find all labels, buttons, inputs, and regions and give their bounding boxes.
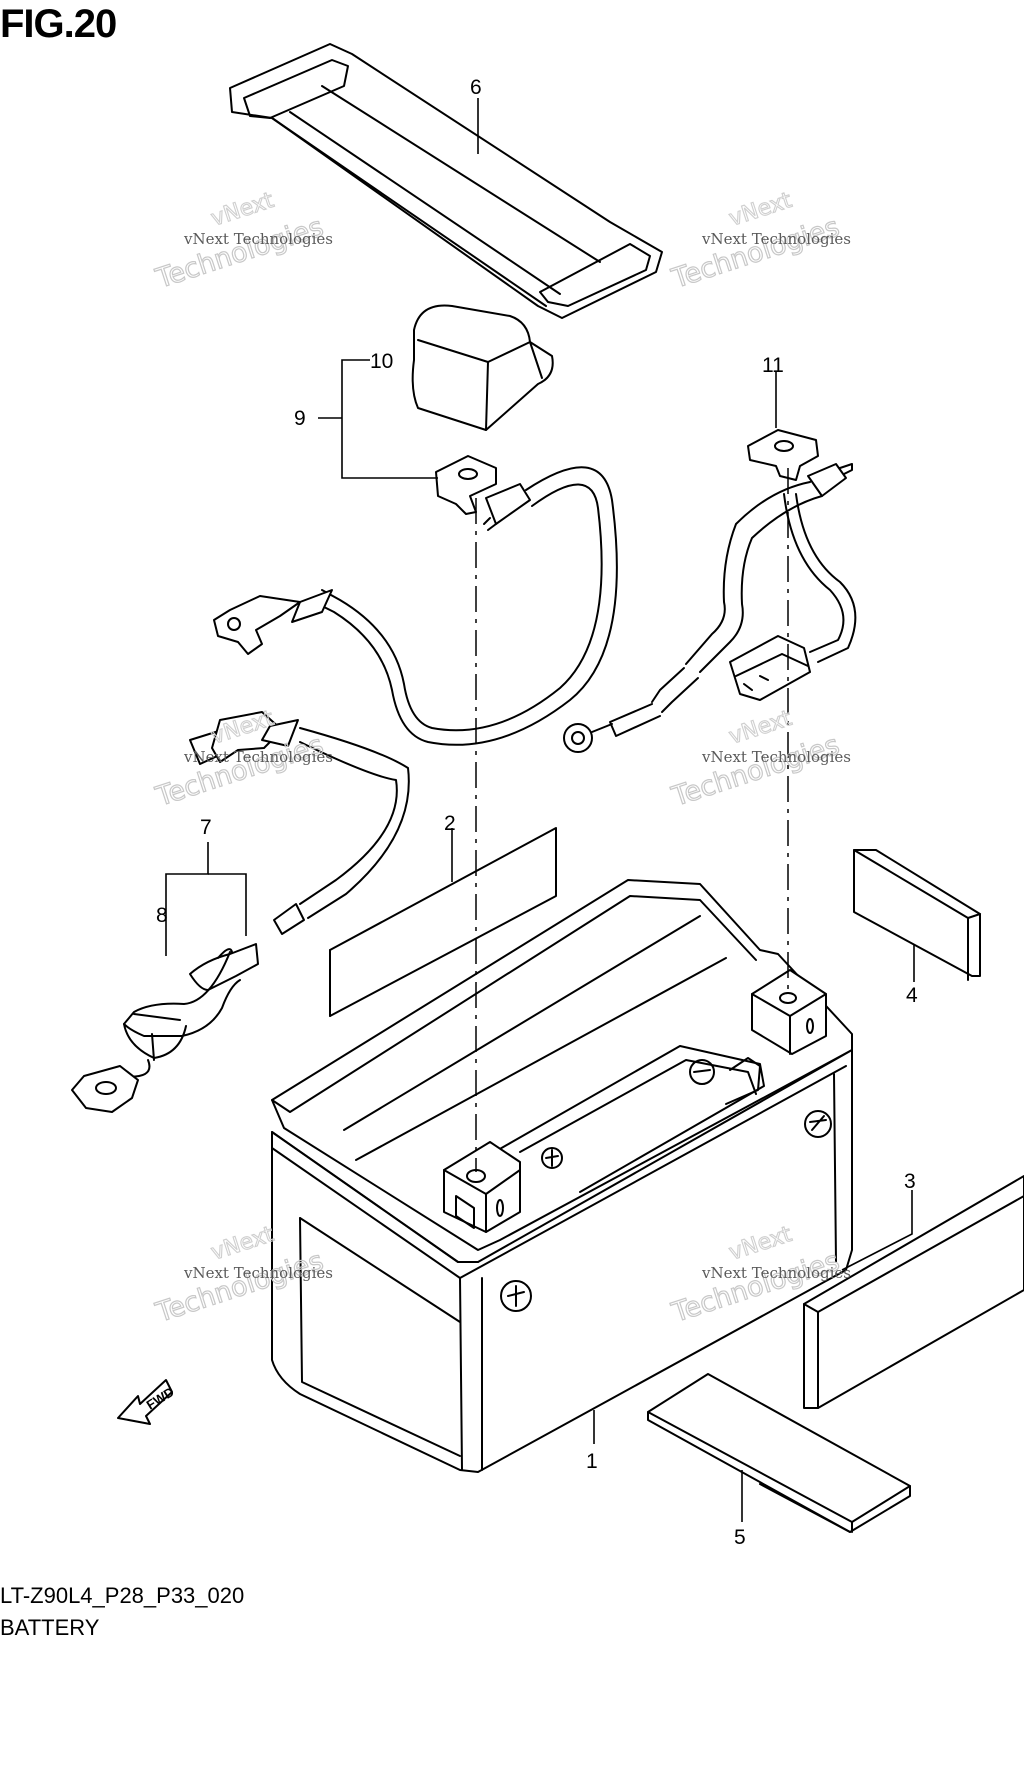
part-1-battery xyxy=(271,879,853,1473)
callout-7: 7 xyxy=(200,816,212,839)
part-10-terminal-cover xyxy=(411,304,554,431)
figure-title: FIG.20 xyxy=(0,2,117,46)
part-4-pad xyxy=(853,849,981,981)
watermark-mid-right: vNext Technologies vNext Technologies xyxy=(667,705,851,813)
watermark-brand-word: Technologies xyxy=(152,212,327,295)
figure-name: BATTERY xyxy=(0,1615,100,1640)
watermark-brand-word: vNext xyxy=(726,706,795,750)
callout-11: 11 xyxy=(762,354,784,377)
callout-8: 8 xyxy=(156,904,168,927)
watermark-brand-word: vNext xyxy=(208,188,277,232)
fwd-direction-arrow xyxy=(117,1379,173,1425)
part-2-label xyxy=(329,827,557,1017)
part-7-breather-hose xyxy=(71,711,410,1113)
watermark-text: vNext Technologies xyxy=(701,230,851,248)
watermark-text: vNext Technologies xyxy=(701,1264,851,1282)
part-5-sheet xyxy=(647,1373,911,1533)
watermark-brand-word: vNext xyxy=(208,1222,277,1266)
callout-numbers: 6 10 9 11 7 8 2 4 3 1 5 xyxy=(156,76,918,1549)
watermark-mid-left: vNext Technologies vNext Technologies xyxy=(151,705,333,813)
part-9-positive-cable xyxy=(213,455,618,746)
callout-6: 6 xyxy=(470,76,482,99)
watermark-text: vNext Technologies xyxy=(183,1264,333,1282)
watermark-text: vNext Technologies xyxy=(183,748,333,766)
callout-2: 2 xyxy=(444,812,456,835)
watermark-top-right: vNext Technologies vNext Technologies xyxy=(667,187,851,295)
callout-9: 9 xyxy=(294,407,306,430)
callout-3: 3 xyxy=(904,1170,916,1193)
callout-5: 5 xyxy=(734,1526,746,1549)
watermark-text: vNext Technologies xyxy=(183,230,333,248)
watermark-top-left: vNext Technologies vNext Technologies xyxy=(151,187,333,295)
watermark-text: vNext Technologies xyxy=(701,748,851,766)
part-3-pad xyxy=(803,1175,1024,1409)
assembly-guide-lines xyxy=(475,468,789,1172)
part-11-negative-cable xyxy=(563,429,857,753)
callout-4: 4 xyxy=(906,984,918,1007)
fwd-label: FWD xyxy=(144,1384,177,1412)
watermark-brand-word: vNext xyxy=(726,188,795,232)
callout-1: 1 xyxy=(586,1450,598,1473)
callout-10: 10 xyxy=(370,350,393,373)
figure-code: LT-Z90L4_P28_P33_020 xyxy=(0,1583,245,1608)
callout-leaders xyxy=(165,98,915,1522)
part-6-battery-strap xyxy=(229,43,663,319)
